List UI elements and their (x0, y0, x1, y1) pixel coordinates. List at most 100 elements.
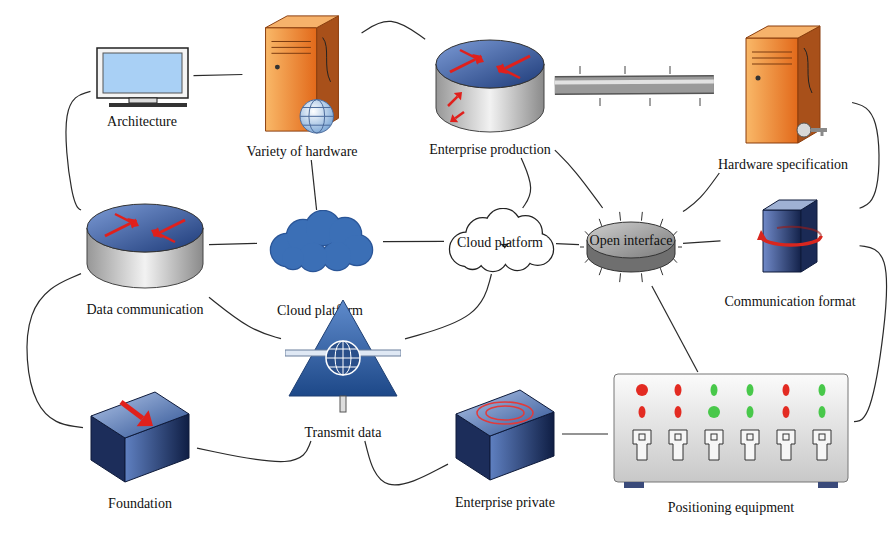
box-icon (87, 386, 193, 486)
node-label: Cloud platform (261, 303, 379, 319)
network-link (209, 297, 281, 338)
rack-part (639, 434, 645, 440)
router-node: Data communication (81, 200, 209, 318)
tower-part (777, 227, 821, 236)
network-link (209, 243, 257, 244)
router-part (450, 59, 475, 72)
rack-part (819, 384, 826, 396)
network-link (405, 274, 491, 339)
box-part (91, 392, 189, 438)
node-label: Hardware specification (718, 157, 848, 173)
disk-part (619, 212, 621, 221)
node-label: Enterprise production (429, 142, 551, 158)
server-part (303, 107, 331, 108)
disk-part (585, 259, 589, 263)
tower-part (801, 200, 817, 272)
cloud-part (282, 247, 304, 269)
disk-node: Open interface (579, 208, 683, 286)
rack-part (777, 430, 795, 460)
rack-part (819, 434, 825, 440)
monitor-part (109, 103, 187, 107)
bus-pipe (555, 84, 714, 85)
server-part (752, 64, 792, 65)
box-part (486, 406, 524, 420)
cloud-node: Cloud platform (444, 208, 556, 274)
box-icon (452, 384, 558, 484)
node-label: Data communication (85, 302, 205, 318)
network-link (197, 441, 311, 462)
rack-part (747, 434, 753, 440)
rack-part (675, 384, 682, 396)
node-label: Communication format (724, 294, 855, 310)
server-part (271, 53, 310, 54)
pipe-tick (670, 66, 671, 74)
network-link (562, 433, 608, 434)
server-part (300, 116, 333, 117)
disk-part (619, 273, 621, 282)
box-part (121, 402, 143, 418)
rack-part (783, 406, 790, 418)
server-part (798, 26, 820, 143)
tri-part (289, 300, 397, 396)
rack-part (813, 430, 831, 460)
server-part (746, 26, 820, 38)
cloud-part (323, 242, 351, 270)
pipe-tick (600, 98, 601, 106)
rack-part (741, 430, 759, 460)
tri-part (326, 341, 360, 375)
network-link (555, 150, 603, 208)
tower-part (761, 236, 821, 245)
server-part (797, 123, 811, 137)
node-label: Architecture (95, 114, 190, 130)
disk-part (599, 268, 601, 275)
router-part (157, 233, 175, 242)
rack-part (675, 434, 681, 440)
server-part (275, 65, 280, 70)
network-link (683, 241, 720, 244)
monitor-node: Architecture (91, 46, 194, 130)
server-part (752, 52, 792, 53)
monitor-part (103, 53, 182, 93)
cloud-part (323, 242, 351, 270)
router-part (502, 69, 520, 78)
rack-node: Positioning equipment (608, 372, 854, 516)
router-part (131, 219, 139, 228)
router-part (454, 92, 462, 100)
disk-part (660, 268, 662, 275)
server-part (756, 76, 761, 81)
tri-icon (285, 296, 401, 416)
pipe-tick (625, 66, 626, 74)
pipe-tick (650, 98, 651, 106)
network-link (383, 241, 444, 243)
server-part (804, 48, 812, 93)
router-part (160, 220, 185, 233)
network-link (311, 160, 316, 210)
server-part (300, 100, 333, 133)
tower-part (757, 230, 767, 240)
rack-part (711, 384, 718, 396)
rack-part (705, 430, 723, 460)
router-node: Enterprise production (425, 36, 555, 158)
cloud-node: Cloud platform (257, 210, 383, 319)
rack-part (633, 430, 651, 460)
node-label: Positioning equipment (612, 500, 850, 516)
node-label: Open interface (590, 233, 673, 249)
box-node: Enterprise private (448, 384, 562, 511)
disk-part (660, 219, 662, 226)
router-icon (434, 36, 546, 136)
router-part (115, 214, 133, 223)
rack-icon (612, 372, 850, 496)
server-part (752, 58, 792, 59)
tri-part (340, 396, 346, 412)
network-link (27, 274, 83, 428)
router-part (87, 204, 203, 252)
node-label: Foundation (87, 496, 193, 512)
rack-part (614, 374, 848, 482)
connector-group (27, 21, 887, 485)
rack-part (783, 434, 789, 440)
pipe-underlay (555, 84, 714, 85)
disk-part (587, 222, 675, 258)
router-part (151, 228, 159, 237)
server-icon (257, 8, 347, 138)
